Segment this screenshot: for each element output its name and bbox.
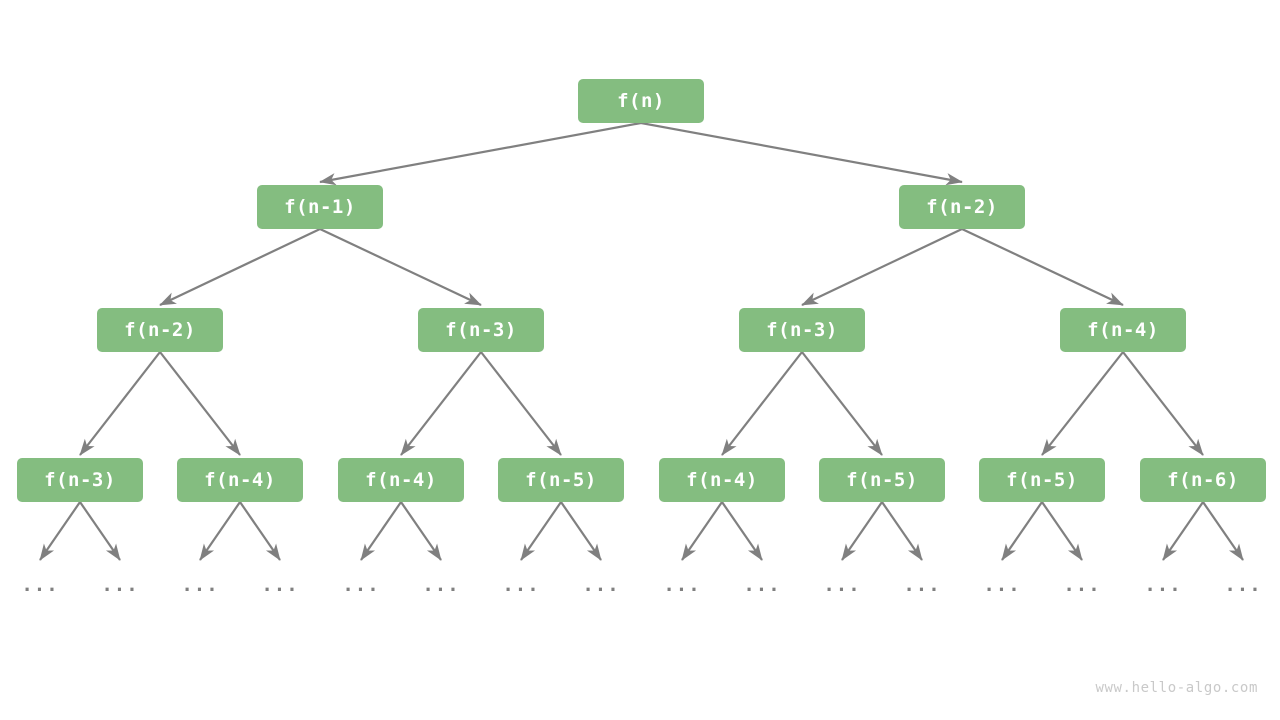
- ellipsis-e10: ...: [823, 574, 861, 596]
- watermark: www.hello-algo.com: [1095, 680, 1258, 696]
- tree-node-l1n0: f(n-1): [257, 185, 383, 229]
- edge-l1n0-to-l2n1: [319, 228, 482, 306]
- ellipsis-e15: ...: [1224, 574, 1262, 596]
- ellipsis-e8: ...: [663, 574, 701, 596]
- tree-node-l3n0: f(n-3): [17, 458, 143, 502]
- edge-l2n3-to-l3n7: [1122, 351, 1204, 456]
- edge-l2n2-to-l3n5: [801, 351, 883, 456]
- ellipsis-e1: ...: [101, 574, 139, 596]
- ellipsis-e11: ...: [903, 574, 941, 596]
- ellipsis-e3: ...: [261, 574, 299, 596]
- ellipsis-e13: ...: [1063, 574, 1101, 596]
- tree-node-l3n4: f(n-4): [659, 458, 785, 502]
- leaf-edge-e6: [520, 501, 562, 561]
- leaf-edge-e11: [881, 501, 923, 561]
- ellipsis-e2: ...: [181, 574, 219, 596]
- tree-edges: [79, 121, 1204, 456]
- ellipsis-e4: ...: [342, 574, 380, 596]
- edge-l2n1-to-l3n3: [480, 351, 562, 456]
- tree-node-l3n1: f(n-4): [177, 458, 303, 502]
- ellipsis-e9: ...: [743, 574, 781, 596]
- edge-l1n1-to-l2n2: [801, 228, 963, 306]
- tree-node-l1n1: f(n-2): [899, 185, 1025, 229]
- leaf-edge-e3: [239, 501, 281, 561]
- tree-node-l3n6: f(n-5): [979, 458, 1105, 502]
- tree-node-l3n7: f(n-6): [1140, 458, 1266, 502]
- edge-l2n2-to-l3n4: [721, 351, 803, 456]
- leaf-edge-e14: [1162, 501, 1204, 561]
- leaf-edge-e9: [721, 501, 763, 561]
- tree-node-l2n0: f(n-2): [97, 308, 223, 352]
- edge-l0n0-to-l1n0: [319, 121, 642, 186]
- tree-node-l2n3: f(n-4): [1060, 308, 1186, 352]
- ellipsis-e12: ...: [983, 574, 1021, 596]
- edge-l2n0-to-l3n1: [159, 351, 241, 456]
- leaf-edge-e7: [560, 501, 602, 561]
- tree-node-l3n2: f(n-4): [338, 458, 464, 502]
- leaf-edge-e5: [400, 501, 442, 561]
- edge-l0n0-to-l1n1: [640, 121, 963, 186]
- leaf-edge-e12: [1001, 501, 1043, 561]
- leaf-edge-e0: [39, 501, 81, 561]
- leaf-edge-e1: [79, 501, 121, 561]
- leaf-edge-e15: [1202, 501, 1244, 561]
- edge-l2n3-to-l3n6: [1041, 351, 1124, 456]
- leaf-edge-e13: [1041, 501, 1083, 561]
- leaf-edge-e8: [681, 501, 723, 561]
- ellipsis-e6: ...: [502, 574, 540, 596]
- leaf-edge-e10: [841, 501, 883, 561]
- leaf-edge-e4: [360, 501, 402, 561]
- tree-node-l3n3: f(n-5): [498, 458, 624, 502]
- edge-l2n1-to-l3n2: [400, 351, 482, 456]
- ellipsis-e5: ...: [422, 574, 460, 596]
- leaf-edges: [39, 501, 1244, 561]
- edge-l1n1-to-l2n3: [961, 228, 1124, 306]
- tree-node-l0n0: f(n): [578, 79, 704, 123]
- ellipsis-e0: ...: [21, 574, 59, 596]
- leaf-edge-e2: [199, 501, 241, 561]
- edge-l2n0-to-l3n0: [79, 351, 161, 456]
- ellipsis-e7: ...: [582, 574, 620, 596]
- edge-l1n0-to-l2n0: [159, 228, 321, 306]
- tree-node-l2n2: f(n-3): [739, 308, 865, 352]
- ellipsis-e14: ...: [1144, 574, 1182, 596]
- tree-node-l2n1: f(n-3): [418, 308, 544, 352]
- tree-node-l3n5: f(n-5): [819, 458, 945, 502]
